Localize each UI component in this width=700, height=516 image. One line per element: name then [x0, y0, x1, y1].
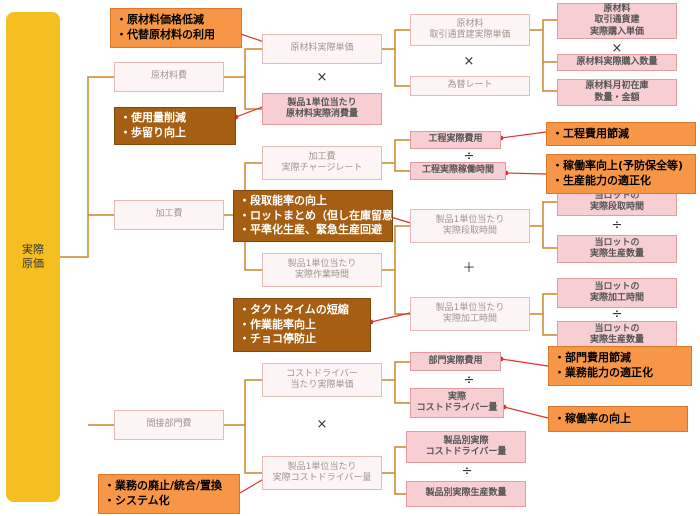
- note-line: ・生産能力の適正化: [552, 174, 651, 187]
- node-material-cost: 原材料費: [114, 62, 224, 92]
- note-line: ・代替原材料の利用: [116, 28, 215, 41]
- note-setup: ・段取能率の向上 ・ロットまとめ（但し在庫留意） ・平準化生産、緊急生産回避: [233, 190, 393, 242]
- operator-times: ×: [316, 70, 328, 85]
- note-line: ・作業能率向上: [239, 317, 316, 331]
- note-line: ・タクトタイムの短縮: [239, 302, 349, 316]
- note-line: ・段取能率の向上: [239, 193, 327, 207]
- connector: [224, 48, 262, 110]
- note-line: ・稼働率の向上: [554, 411, 631, 425]
- node-work-time: 製品1単位当たり 実際作業時間: [262, 253, 382, 287]
- node-process-hours: 工程実際稼働時間: [410, 162, 506, 180]
- note-abolish: ・業務の廃止/統合/置換 ・システム化: [98, 474, 240, 514]
- note-line: ・業務能力の適正化: [554, 366, 653, 379]
- note-line: ・稼働率向上(予防保全等): [552, 159, 684, 173]
- note-line: ・ロットまとめ（但し在庫留意）: [239, 208, 393, 222]
- node-setup-time: 製品1単位当たり 実際段取時間: [410, 209, 530, 243]
- connector: [530, 201, 557, 249]
- node-indirect-cost: 間接部門費: [114, 410, 224, 440]
- operator-times: ×: [463, 54, 475, 69]
- connector: [382, 29, 410, 87]
- pointer-line: [500, 131, 547, 139]
- node-material-unit-price: 原材料実際単価: [262, 34, 382, 64]
- node-dept-cost: 部門実際費用: [410, 352, 501, 371]
- node-inventory: 原材料月初在庫 数量・金額: [557, 79, 677, 106]
- note-line: ・平準化生産、緊急生産回避: [239, 223, 382, 237]
- operator-divide: ÷: [463, 149, 475, 164]
- connector: [382, 361, 410, 404]
- operator-plus: ＋: [462, 261, 476, 276]
- note-price-cut: ・原材料価格低減 ・代替原材料の利用: [110, 8, 242, 48]
- pointer-line: [503, 406, 549, 419]
- node-process-cost: 工程実際費用: [410, 131, 501, 149]
- node-material-consumption: 製品1単位当たり 原材料実際消費量: [262, 93, 382, 125]
- node-lot-machining: 当ロットの 実際加工時間: [557, 278, 677, 308]
- note-usage-cut: ・使用量削減 ・歩留り向上: [114, 107, 236, 145]
- note-line: ・部門費用節減: [554, 351, 631, 365]
- node-lot-production-b: 当ロットの 実際生産数量: [557, 321, 677, 349]
- node-cost-driver-qty: 製品1単位当たり 実際コストドライバー量: [262, 456, 382, 490]
- note-line: ・使用量削減: [120, 111, 186, 125]
- node-purchase-price: 原材料 取引通貨建 実際購入単価: [557, 3, 677, 39]
- pointer-line: [370, 311, 415, 323]
- pointer-line: [505, 172, 547, 175]
- node-processing-cost: 加工費: [114, 200, 224, 230]
- note-dept-cost-cut: ・部門費用節減 ・業務能力の適正化: [548, 346, 692, 386]
- operator-divide: ÷: [611, 307, 623, 322]
- node-machining-time: 製品1単位当たり 実際加工時間: [410, 297, 530, 331]
- note-utilization2: ・稼働率の向上: [548, 406, 688, 432]
- operator-divide: ÷: [463, 373, 475, 388]
- note-line: ・業務の廃止/統合/置換: [104, 479, 223, 493]
- connector: [530, 19, 557, 92]
- root-actual-cost: 実際 原価: [6, 12, 60, 502]
- operator-times: ×: [611, 41, 623, 56]
- pointer-line: [500, 358, 549, 367]
- note-line: ・システム化: [104, 494, 170, 507]
- operator-divide: ÷: [611, 218, 623, 233]
- node-purchase-qty: 原材料実際購入数量: [557, 54, 677, 71]
- note-utilization: ・稼働率向上(予防保全等) ・生産能力の適正化: [546, 154, 696, 194]
- operator-divide: ÷: [461, 464, 473, 479]
- note-line: ・工程費用節減: [552, 126, 629, 140]
- note-takt: ・タクトタイムの短縮 ・作業能率向上 ・チョコ停防止: [233, 298, 371, 352]
- connector: [382, 139, 410, 172]
- note-line: ・原材料価格低減: [116, 13, 204, 27]
- operator-times: ×: [316, 417, 328, 432]
- note-line: ・チョコ停防止: [239, 332, 316, 346]
- node-driver-amount: 実際 コストドライバー量: [410, 388, 504, 418]
- node-cost-driver-rate: コストドライバー 当たり実際単価: [262, 363, 382, 397]
- node-product-driver: 製品別実際 コストドライバー量: [406, 431, 526, 463]
- node-lot-production-a: 当ロットの 実際生産数量: [557, 235, 677, 263]
- connector: [224, 379, 262, 474]
- node-fx-rate: 為替レート: [410, 76, 530, 96]
- connector: [530, 293, 557, 336]
- node-charge-rate: 加工費 実際チャージレート: [262, 146, 382, 180]
- note-process-cost-cut: ・工程費用節減: [546, 122, 696, 146]
- node-product-volume: 製品別実際生産数量: [406, 481, 526, 507]
- connector: [60, 76, 114, 426]
- note-line: ・歩留り向上: [120, 126, 186, 139]
- connector: [382, 446, 410, 495]
- node-trade-price: 原材料 取引通貨建実際単価: [410, 14, 530, 46]
